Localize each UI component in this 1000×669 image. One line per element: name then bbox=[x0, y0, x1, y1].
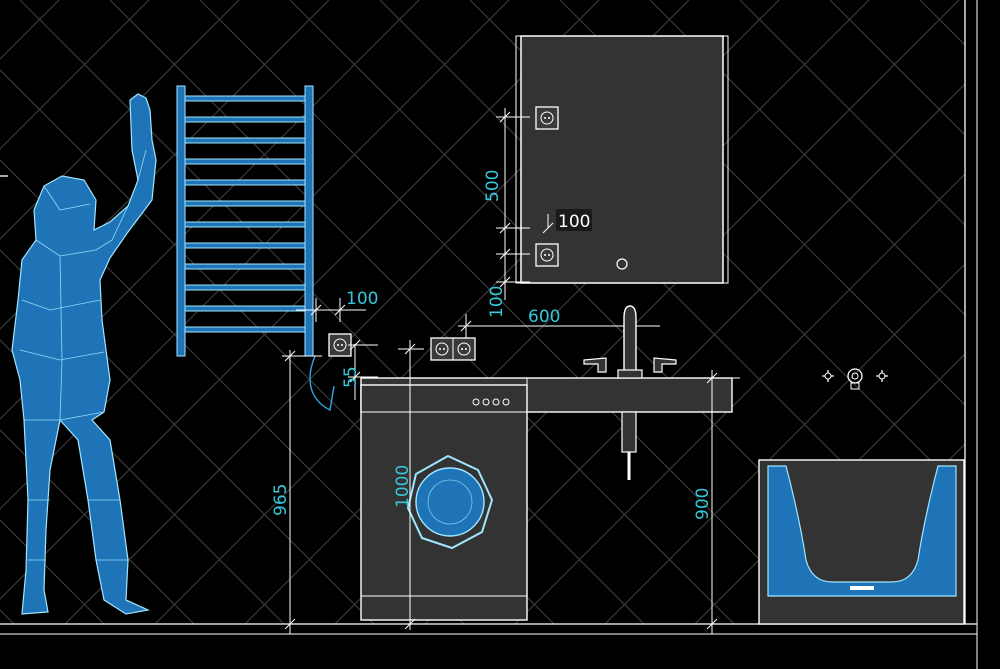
towel-rail-rung bbox=[184, 284, 306, 291]
grid-line bbox=[0, 0, 150, 150]
grid-line bbox=[0, 0, 240, 240]
counter-height-dimension bbox=[704, 370, 740, 634]
grid-line bbox=[649, 0, 965, 316]
dimension-label-965: 965 bbox=[271, 484, 291, 516]
grid-line bbox=[0, 0, 510, 510]
double-socket bbox=[430, 337, 476, 361]
washer-door-glass bbox=[415, 467, 485, 537]
dimension-label-100-bottom: 100 bbox=[487, 286, 507, 318]
shower-valve-icon bbox=[822, 368, 888, 390]
towel-rail-rung bbox=[184, 263, 306, 270]
grid-line bbox=[514, 173, 965, 624]
mirror-icon bbox=[515, 35, 729, 284]
towel-rail-rung bbox=[184, 95, 306, 102]
grid-line bbox=[0, 0, 330, 330]
towel-rail-rung bbox=[184, 137, 306, 144]
towel-rail-rung bbox=[184, 116, 306, 123]
towel-rail-rung bbox=[184, 242, 306, 249]
dimension-highlight-bg bbox=[556, 209, 592, 231]
dimension-label-100-towel: 100 bbox=[346, 289, 378, 309]
washer-height-dimension bbox=[398, 340, 424, 630]
socket-floor-dimension bbox=[282, 350, 322, 634]
mirror-dimension-lines bbox=[496, 108, 554, 300]
grid-line bbox=[244, 0, 870, 624]
bathtub-icon bbox=[758, 459, 965, 625]
towel-rail-rung bbox=[184, 221, 306, 228]
drain-pipe bbox=[621, 411, 637, 480]
grid-line bbox=[739, 0, 965, 226]
towel-rail-rung bbox=[184, 326, 306, 333]
dimension-label-100-mirror: 100 bbox=[558, 212, 590, 232]
mirror-socket-top bbox=[535, 106, 559, 130]
towel-rail-rung bbox=[184, 200, 306, 207]
grid-line bbox=[604, 263, 965, 624]
towel-socket-dimension-lines bbox=[296, 298, 378, 400]
dimension-label-55: 55 bbox=[341, 366, 361, 388]
grid-line bbox=[0, 339, 285, 624]
towel-socket bbox=[309, 333, 352, 412]
mirror-socket-bottom bbox=[535, 243, 559, 267]
towel-rail-rung bbox=[184, 158, 306, 165]
person-figure-icon bbox=[11, 93, 157, 615]
washer-control-buttons bbox=[472, 398, 510, 406]
mirror-sensor-icon bbox=[616, 258, 628, 270]
bathtub-drain-icon bbox=[850, 586, 874, 590]
towel-rail-rung bbox=[184, 179, 306, 186]
power-socket-icon bbox=[535, 106, 559, 130]
dimension-label-1000: 1000 bbox=[393, 465, 413, 508]
faucet-icon bbox=[583, 305, 677, 379]
dimension-label-900: 900 bbox=[693, 488, 713, 520]
power-socket-icon bbox=[535, 243, 559, 267]
grid-line bbox=[829, 0, 965, 136]
washing-machine-icon bbox=[360, 384, 528, 621]
towel-rail-cable bbox=[309, 355, 335, 412]
towel-rail-rung bbox=[184, 305, 306, 312]
dimension-label-600: 600 bbox=[528, 307, 560, 327]
dimension-label-500: 500 bbox=[483, 170, 503, 202]
power-socket-icon bbox=[328, 333, 352, 357]
